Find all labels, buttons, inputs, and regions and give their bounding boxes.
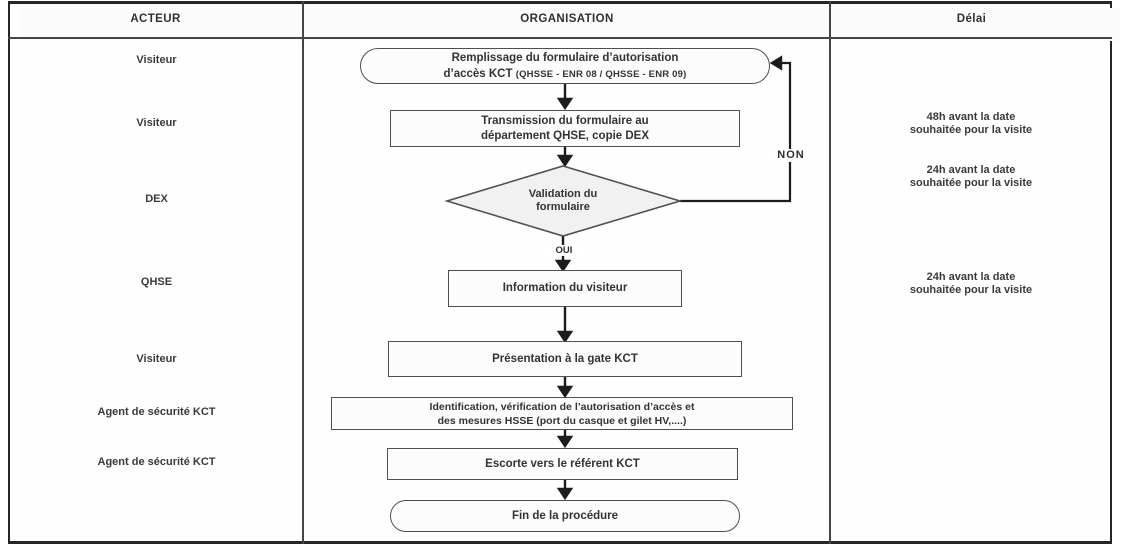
decision-branch-oui: OUI [546, 245, 582, 256]
identification-line2: des mesures HSSE (port du casque et gile… [437, 414, 687, 427]
actor-label-agent-securite-1: Agent de sécurité KCT [97, 406, 216, 418]
column-divider-acteur-organisation [302, 1, 304, 544]
transmission-line2: département QHSE, copie DEX [480, 129, 650, 142]
flow-node-decision-label: Validation du formulaire [463, 188, 663, 214]
actor-label-qhse: QHSE [140, 276, 173, 288]
column-header-organisation: ORGANISATION [520, 13, 614, 25]
delay-note-24h-1: 24h avant la date souhaitée pour la visi… [832, 164, 1110, 190]
start-line2-main: d’accès KCT [443, 67, 516, 80]
flow-node-presentation: Présentation à la gate KCT [388, 341, 742, 377]
delay-line: 48h avant la date [926, 111, 1016, 123]
start-line2: d’accès KCT (QHSSE - ENR 08 / QHSSE - EN… [443, 66, 686, 83]
actor-label-agent-securite-2: Agent de sécurité KCT [97, 456, 216, 468]
delay-line: souhaitée pour la visite [909, 284, 1033, 296]
actor-label-visiteur-2: Visiteur [136, 117, 177, 129]
flow-node-escorte: Escorte vers le référent KCT [387, 448, 738, 480]
flow-node-information: Information du visiteur [448, 270, 682, 307]
delay-note-48h: 48h avant la date souhaitée pour la visi… [832, 111, 1110, 137]
delay-line: souhaitée pour la visite [909, 177, 1033, 189]
delay-line: 24h avant la date [926, 164, 1016, 176]
column-header-delai: Délai [956, 13, 987, 25]
header-separator-line [8, 37, 1112, 39]
transmission-line1: Transmission du formulaire au [481, 114, 649, 127]
actor-label-visiteur-3: Visiteur [136, 353, 177, 365]
start-line1: Remplissage du formulaire d’autorisation [451, 51, 679, 64]
decision-branch-non: NON [769, 149, 813, 162]
delay-line: souhaitée pour la visite [909, 124, 1033, 136]
column-divider-organisation-delai [829, 1, 831, 544]
actor-label-dex: DEX [145, 193, 168, 205]
decision-line1: Validation du [528, 188, 598, 200]
header-row-background [20, 8, 1120, 41]
flow-node-transmission: Transmission du formulaire au départemen… [390, 110, 740, 147]
delay-note-24h-2: 24h avant la date souhaitée pour la visi… [832, 271, 1110, 297]
column-header-acteur: ACTEUR [130, 13, 181, 25]
decision-line2: formulaire [536, 201, 590, 213]
flow-node-identification: Identification, vérification de l’autori… [331, 397, 793, 430]
identification-line1: Identification, vérification de l’autori… [429, 400, 695, 413]
actor-label-visiteur-1: Visiteur [136, 54, 177, 66]
delay-line: 24h avant la date [926, 271, 1016, 283]
flow-node-fin: Fin de la procédure [390, 500, 740, 532]
flow-node-start: Remplissage du formulaire d’autorisation… [360, 48, 770, 84]
start-line2-ref: (QHSSE - ENR 08 / QHSSE - ENR 09) [515, 68, 687, 80]
